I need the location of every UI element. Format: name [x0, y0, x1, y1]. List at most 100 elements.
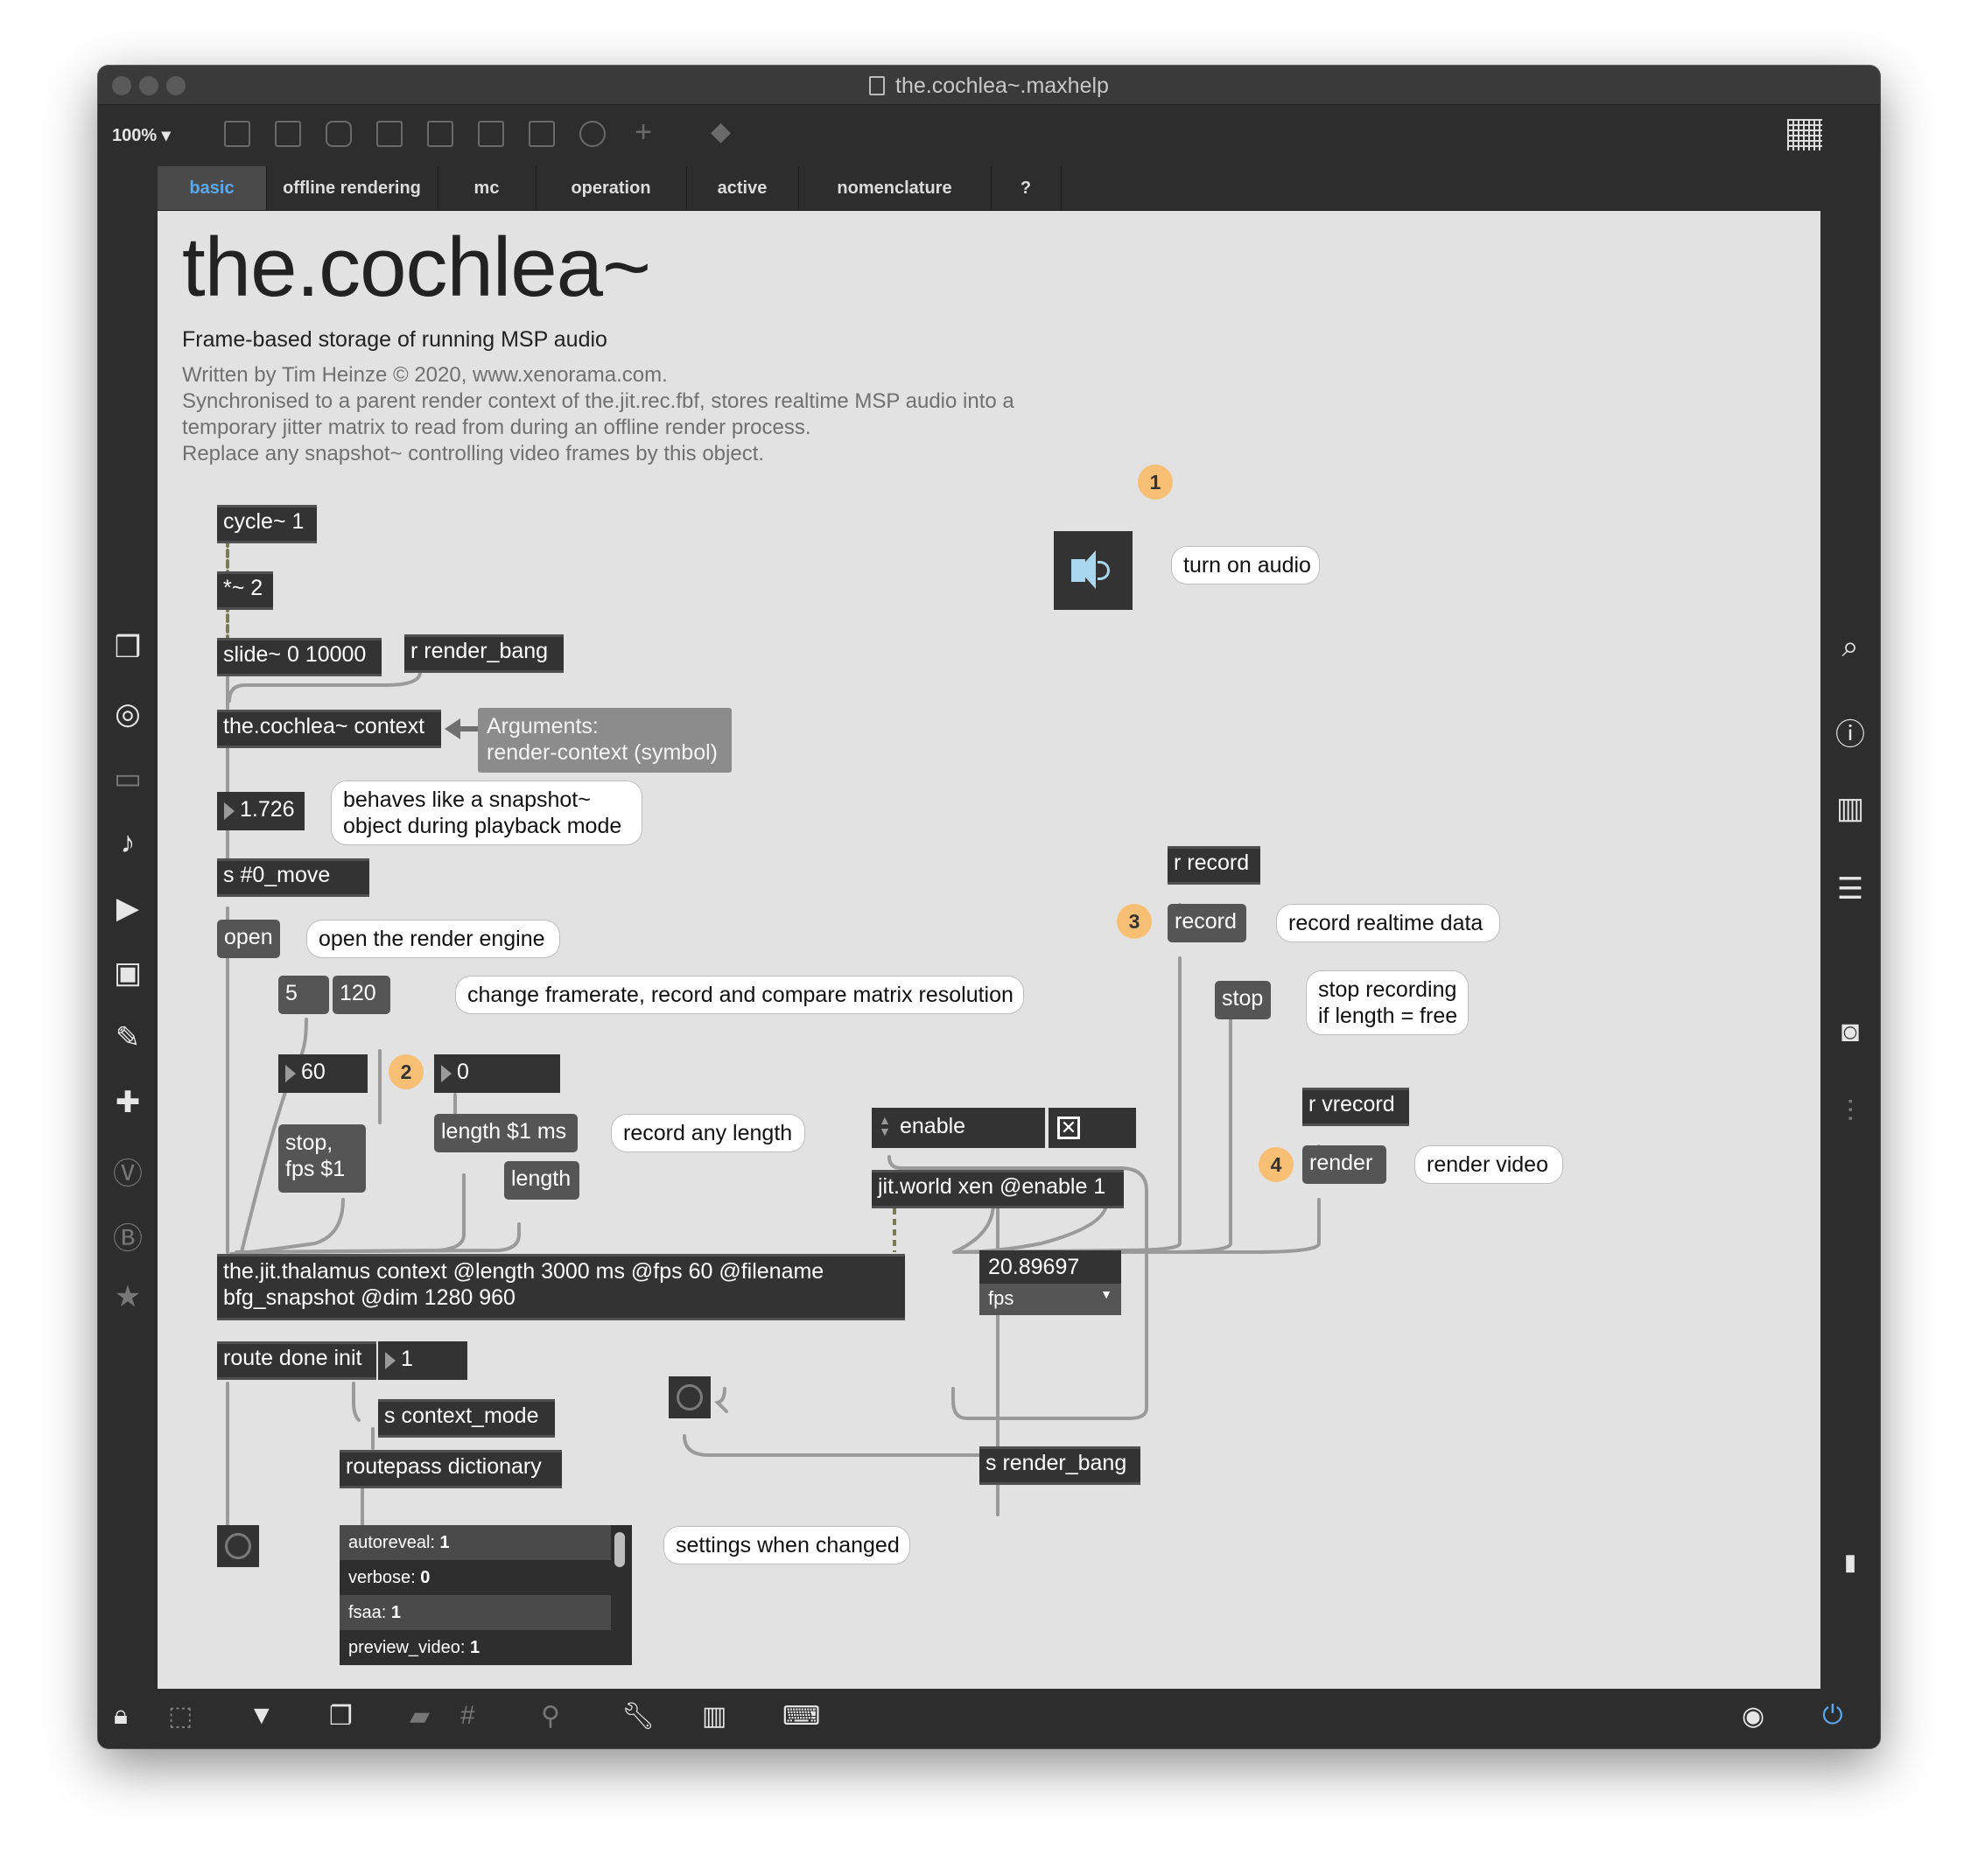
send-context-mode-object[interactable]: s context_mode: [378, 1399, 555, 1438]
fps-number-box[interactable]: 60: [278, 1054, 368, 1093]
toggle-object-icon[interactable]: [376, 121, 403, 147]
stop-fps-message[interactable]: stop, fps $1: [278, 1124, 366, 1193]
objects-icon[interactable]: ◎: [115, 697, 141, 731]
layers-icon[interactable]: ❐: [329, 1702, 353, 1731]
cpu-meter-icon[interactable]: ◉: [1742, 1702, 1765, 1731]
dsp-power-icon[interactable]: ⏻: [1822, 1701, 1843, 1730]
slide-object[interactable]: slide~ 0 10000: [217, 638, 382, 676]
search-icon[interactable]: ⌕: [1841, 630, 1859, 663]
zoom-menu[interactable]: 100% ▾: [112, 126, 171, 145]
button-object-icon[interactable]: [427, 121, 453, 147]
grid-icon[interactable]: #: [460, 1701, 475, 1730]
context-mode-number-box[interactable]: 1: [378, 1341, 467, 1380]
paint-bucket-icon[interactable]: ◆: [711, 117, 732, 146]
routepass-dictionary-object[interactable]: routepass dictionary: [340, 1450, 562, 1488]
stop-fps-line-1: stop,: [285, 1130, 333, 1155]
dict-scrollbar[interactable]: [614, 1532, 625, 1567]
volume-slider[interactable]: ▮: [1843, 1549, 1857, 1575]
dict-key: fsaa:: [348, 1603, 387, 1622]
enable-toggle[interactable]: ✕: [1049, 1108, 1136, 1148]
audio-icon[interactable]: ♪: [120, 826, 136, 859]
message-120[interactable]: 120: [333, 976, 390, 1014]
route-done-init-object[interactable]: route done init: [217, 1341, 376, 1380]
video-icon[interactable]: ▶: [116, 892, 140, 925]
dict-view[interactable]: autoreveal: 1 verbose: 0 fsaa: 1 preview…: [340, 1525, 632, 1665]
computer-keyboard-icon[interactable]: ⌨: [782, 1702, 821, 1731]
length-message[interactable]: length: [504, 1161, 579, 1200]
updown-arrows-icon: ▲▼: [879, 1113, 891, 1138]
stop-message[interactable]: stop: [1215, 981, 1271, 1019]
grid-view-icon[interactable]: [1787, 119, 1822, 150]
page-description: Written by Tim Heinze © 2020, www.xenora…: [182, 363, 1014, 466]
length-ms-message[interactable]: length $1 ms: [434, 1114, 578, 1152]
snapshot-icon[interactable]: ◙: [1841, 1015, 1860, 1048]
tab-mc[interactable]: mc: [438, 166, 537, 210]
paperclip-icon[interactable]: ✎: [115, 1021, 141, 1054]
favorites-icon[interactable]: ★: [114, 1280, 142, 1313]
open-message[interactable]: open: [217, 920, 280, 958]
document-icon: [869, 76, 886, 95]
minimize-window-button[interactable]: [139, 76, 158, 95]
slider-object-icon[interactable]: [529, 121, 555, 147]
dial-object-icon[interactable]: [579, 121, 606, 147]
stop-recording-line-1: stop recording: [1318, 977, 1457, 1002]
tab-operation[interactable]: operation: [536, 166, 687, 210]
console-icon[interactable]: ☰: [1836, 872, 1864, 906]
length-number-box[interactable]: 0: [434, 1054, 560, 1093]
add-object-icon[interactable]: +: [635, 116, 652, 149]
tab-nomenclature[interactable]: nomenclature: [798, 166, 992, 210]
dict-row-verbose[interactable]: verbose: 0: [340, 1560, 611, 1595]
snapshot-number-box[interactable]: 1.726: [217, 792, 305, 830]
tab-offline-rendering[interactable]: offline rendering: [266, 166, 438, 210]
ui-objects-icon[interactable]: ▭: [113, 762, 143, 795]
bang-button-left[interactable]: [217, 1525, 259, 1567]
presentation-select-icon[interactable]: ⬚: [168, 1702, 193, 1731]
reference-icon[interactable]: ▥: [1835, 792, 1865, 825]
info-icon[interactable]: ⓘ: [1835, 718, 1865, 752]
send-render-bang-object[interactable]: s render_bang: [979, 1446, 1140, 1485]
page-subtitle: Frame-based storage of running MSP audio: [182, 327, 607, 352]
multiply-signal-object[interactable]: *~ 2: [217, 571, 273, 610]
new-comment-icon[interactable]: [326, 121, 352, 147]
playlist-object-icon[interactable]: [478, 121, 504, 147]
presentation-icon[interactable]: ▼: [249, 1701, 275, 1730]
vizzie-icon[interactable]: Ⓥ: [113, 1158, 143, 1191]
fps-label-menu[interactable]: fps▼: [979, 1284, 1121, 1315]
render-message[interactable]: render: [1302, 1145, 1386, 1184]
hide-icon[interactable]: ▰: [410, 1702, 431, 1731]
lock-icon[interactable]: 🔒︎: [114, 1701, 128, 1730]
cycle-object[interactable]: cycle~ 1: [217, 505, 317, 543]
mixer-icon[interactable]: ⫶: [1846, 1096, 1855, 1129]
dict-row-autoreveal[interactable]: autoreveal: 1: [340, 1525, 611, 1560]
cochlea-context-object[interactable]: the.cochlea~ context: [217, 710, 441, 748]
new-object-icon[interactable]: [224, 121, 250, 147]
thalamus-context-object[interactable]: the.jit.thalamus context @length 3000 ms…: [217, 1254, 905, 1320]
packages-icon[interactable]: ❒: [114, 631, 142, 664]
receive-vrecord-object[interactable]: r vrecord: [1302, 1088, 1409, 1126]
dict-row-preview-video[interactable]: preview_video: 1: [340, 1630, 611, 1665]
receive-record-object[interactable]: r record: [1168, 846, 1260, 885]
beap-icon[interactable]: Ⓑ: [113, 1222, 143, 1256]
bang-button-center[interactable]: [669, 1376, 711, 1418]
tab-help[interactable]: ?: [991, 166, 1062, 210]
enable-umenu[interactable]: ▲▼ enable: [872, 1108, 1045, 1148]
patcher-canvas[interactable]: the.cochlea~ Frame-based storage of runn…: [158, 211, 1820, 1689]
wrench-icon[interactable]: 🔧︎: [621, 1702, 656, 1731]
keyboard-icon[interactable]: ▥: [702, 1702, 727, 1731]
plugin-icon[interactable]: ✚: [115, 1086, 141, 1119]
image-icon[interactable]: ▣: [113, 956, 143, 990]
arrow-shaft: [459, 726, 478, 732]
new-message-icon[interactable]: [275, 121, 301, 147]
ezdac-speaker-button[interactable]: [1054, 531, 1133, 610]
record-message[interactable]: record: [1168, 904, 1246, 942]
jit-world-object[interactable]: jit.world xen @enable 1: [872, 1170, 1124, 1208]
zoom-window-button[interactable]: [166, 76, 186, 95]
message-5[interactable]: 5: [278, 976, 329, 1014]
connect-icon[interactable]: ⚲: [541, 1702, 560, 1731]
tab-basic[interactable]: basic: [158, 166, 267, 210]
close-window-button[interactable]: [112, 76, 131, 95]
send-move-object[interactable]: s #0_move: [217, 858, 369, 897]
dict-row-fsaa[interactable]: fsaa: 1: [340, 1595, 611, 1630]
tab-active[interactable]: active: [686, 166, 799, 210]
receive-render-bang-object[interactable]: r render_bang: [404, 634, 564, 673]
